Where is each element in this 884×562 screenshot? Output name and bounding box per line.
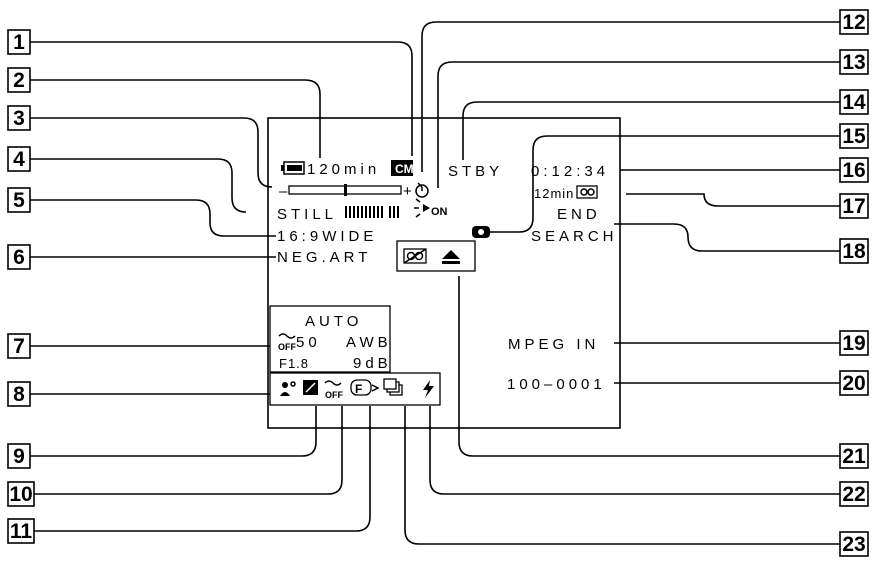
tape-icon — [403, 248, 427, 264]
svg-text:ON: ON — [431, 206, 448, 218]
svg-text:9: 9 — [13, 445, 25, 468]
callout-17: 17 — [839, 193, 869, 219]
eject-icon — [442, 250, 460, 264]
svg-text:7: 7 — [13, 335, 25, 358]
settings-box — [269, 305, 391, 373]
battery-time: 120min — [307, 161, 380, 178]
auto-label: AUTO — [305, 313, 362, 330]
zero-set-memory-icon — [472, 226, 490, 238]
end-search-line1: END — [557, 206, 601, 223]
picture-effect-icon: F — [350, 379, 380, 396]
svg-text:15: 15 — [842, 125, 866, 148]
svg-text:14: 14 — [842, 91, 866, 114]
svg-text:10: 10 — [9, 483, 32, 506]
svg-text:21: 21 — [842, 445, 866, 468]
portrait-icon — [280, 381, 296, 396]
callout-12: 12 — [839, 9, 869, 35]
callout-8: 8 — [7, 381, 31, 407]
callout-4: 4 — [7, 146, 31, 172]
callout-19: 19 — [839, 330, 869, 356]
wide-mode-label: 16:9WIDE — [277, 228, 377, 245]
svg-text:17: 17 — [842, 195, 865, 218]
svg-text:3: 3 — [13, 107, 25, 130]
svg-text:13: 13 — [842, 51, 865, 74]
exposure-plus: + — [403, 183, 416, 200]
svg-text:OFF: OFF — [325, 390, 343, 400]
exposure-minus: – — [279, 183, 291, 200]
self-timer-icon — [415, 182, 429, 198]
svg-text:2: 2 — [13, 69, 25, 92]
callout-7: 7 — [7, 333, 31, 359]
burst-icon — [383, 378, 403, 396]
svg-text:11: 11 — [10, 520, 33, 543]
shutter-speed: 50 — [296, 334, 321, 351]
svg-text:4: 4 — [13, 148, 25, 171]
callout-15: 15 — [839, 123, 869, 149]
time-code: 0:12:34 — [531, 163, 609, 180]
backlight-comp-icon — [303, 380, 318, 395]
callout-21: 21 — [839, 443, 869, 469]
f-number: F1.8 — [279, 356, 309, 371]
flash-icon — [423, 380, 434, 398]
svg-text:5: 5 — [13, 189, 25, 212]
callout-1: 1 — [7, 29, 31, 55]
battery-icon — [281, 161, 305, 175]
callout-2: 2 — [7, 67, 31, 93]
standby-status: STBY — [448, 163, 503, 180]
svg-text:23: 23 — [842, 533, 865, 556]
file-number: 100–0001 — [507, 376, 606, 393]
awb-label: AWB — [346, 334, 392, 351]
svg-text:16: 16 — [842, 159, 865, 182]
callout-20: 20 — [839, 370, 869, 396]
svg-text:CM: CM — [395, 162, 414, 176]
still-label: STILL — [277, 206, 337, 223]
callout-6: 6 — [7, 244, 31, 270]
svg-text:6: 6 — [13, 246, 25, 269]
callout-9: 9 — [7, 443, 31, 469]
callout-23: 23 — [839, 531, 869, 557]
callout-10: 10 — [7, 481, 35, 507]
gain-value: 9dB — [353, 355, 392, 372]
svg-text:F: F — [355, 382, 362, 396]
tape-remaining: 12min — [534, 186, 574, 201]
backlight-icon: ON — [414, 198, 448, 218]
leader-lines — [30, 21, 840, 545]
steadyshot-off-icon-2: OFF — [324, 380, 343, 400]
svg-text:8: 8 — [13, 383, 25, 406]
cassette-memory-icon: CM — [391, 160, 414, 176]
tape-remaining-icon — [576, 185, 598, 199]
svg-text:OFF: OFF — [278, 342, 296, 352]
svg-text:18: 18 — [842, 240, 866, 263]
callout-22: 22 — [839, 481, 869, 507]
still-level-bars — [345, 206, 399, 218]
callout-18: 18 — [839, 238, 869, 264]
svg-text:19: 19 — [842, 332, 865, 355]
svg-text:12: 12 — [842, 11, 865, 34]
svg-text:22: 22 — [842, 483, 865, 506]
callout-11: 11 — [7, 518, 35, 544]
callout-5: 5 — [7, 187, 31, 213]
exposure-indicator — [344, 184, 347, 196]
steadyshot-off-icon: OFF — [278, 333, 296, 352]
svg-text:1: 1 — [13, 31, 25, 54]
picture-effect-label: NEG.ART — [277, 249, 371, 266]
svg-text:20: 20 — [842, 372, 865, 395]
callout-3: 3 — [7, 105, 31, 131]
end-search-line2: SEARCH — [531, 228, 618, 245]
callout-13: 13 — [839, 49, 869, 75]
callout-16: 16 — [839, 157, 869, 183]
mpeg-in-label: MPEG IN — [508, 336, 599, 353]
callout-14: 14 — [839, 89, 869, 115]
